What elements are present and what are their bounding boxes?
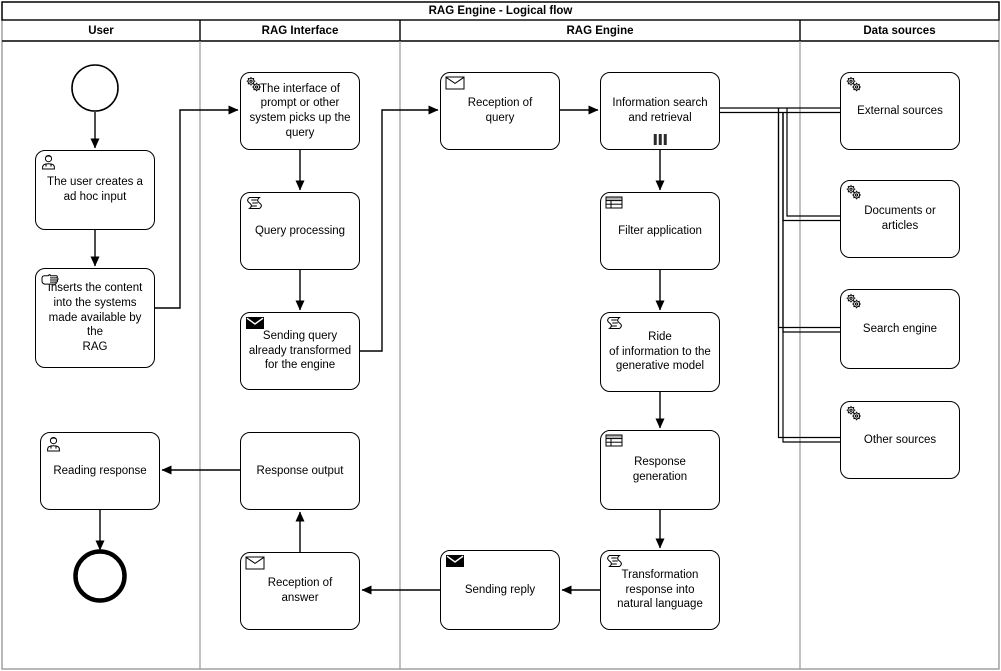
node-search-engine[interactable]: Search engine	[840, 289, 960, 369]
send-message-icon	[246, 317, 264, 329]
node-external-sources[interactable]: External sources	[840, 72, 960, 150]
task-label: Reception of query	[467, 97, 533, 124]
business-rule-table-icon	[605, 434, 623, 447]
task-label: Inserts the content into the systems mad…	[47, 282, 143, 354]
task-ride-information[interactable]: Ride of information to the generative mo…	[600, 312, 720, 392]
lane-header-rag-engine: RAG Engine	[566, 24, 634, 37]
lane-header-rag-interface: RAG Interface	[261, 24, 339, 37]
task-label: Ride of information to the generative mo…	[609, 330, 711, 373]
task-label: Response output	[256, 464, 344, 477]
task-information-search[interactable]: Information search and retrieval	[600, 72, 720, 150]
service-gears-icon	[846, 76, 861, 92]
node-label: Search engine	[862, 322, 938, 335]
receive-message-icon	[245, 556, 265, 570]
script-icon	[247, 197, 262, 209]
service-gears-icon	[846, 293, 861, 309]
task-sending-query[interactable]: Sending query already transformed for th…	[240, 312, 360, 390]
task-query-processing[interactable]: Query processing	[240, 192, 360, 270]
lane-header-user: User	[88, 24, 114, 37]
end-event-circle[interactable]	[73, 549, 127, 603]
task-transformation-response[interactable]: Transformation response into natural lan…	[600, 550, 720, 630]
task-label: Query processing	[254, 224, 346, 237]
node-label: Other sources	[863, 433, 937, 446]
pool-title: RAG Engine - Logical flow	[428, 5, 573, 17]
task-reception-answer[interactable]: Reception of answer	[240, 552, 360, 630]
sequence-flows	[90, 105, 665, 595]
node-label: External sources	[857, 104, 943, 117]
task-reception-query[interactable]: Reception of query	[440, 72, 560, 150]
task-response-output[interactable]: Response output	[240, 432, 360, 510]
task-label: The user creates a ad hoc input	[47, 176, 143, 203]
service-gears-icon	[846, 184, 861, 200]
service-gears-icon	[246, 76, 261, 92]
task-filter-application[interactable]: Filter application	[600, 192, 720, 270]
task-label: Reception of answer	[267, 577, 333, 604]
script-icon	[607, 317, 622, 329]
task-user-creates[interactable]: The user creates a ad hoc input	[35, 150, 155, 230]
node-label: Documents or articles	[864, 205, 936, 232]
task-label: Filter application	[618, 224, 702, 237]
business-rule-table-icon	[605, 196, 623, 209]
task-sending-reply[interactable]: Sending reply	[440, 550, 560, 630]
user-icon	[47, 437, 60, 452]
task-label: Sending query already transformed for th…	[248, 329, 352, 372]
manual-task-hand-icon	[41, 274, 59, 285]
task-reading-response[interactable]: Reading response	[40, 432, 160, 510]
task-interface-picks-query[interactable]: The interface of prompt or other system …	[240, 72, 360, 150]
send-message-icon	[446, 555, 464, 567]
start-event-circle[interactable]	[71, 64, 119, 112]
task-label: Transformation response into natural lan…	[617, 568, 703, 611]
task-label: Reading response	[53, 464, 147, 477]
parallel-multi-instance-marker	[653, 134, 667, 145]
task-label: The interface of prompt or other system …	[249, 82, 351, 139]
task-response-generation[interactable]: Response generation	[600, 430, 720, 510]
task-label: Information search and retrieval	[612, 97, 708, 124]
node-documents-articles[interactable]: Documents or articles	[840, 180, 960, 258]
task-label: Sending reply	[464, 583, 536, 596]
data-source-links	[720, 107, 840, 443]
task-inserts-content[interactable]: Inserts the content into the systems mad…	[35, 268, 155, 368]
receive-message-icon	[445, 76, 465, 90]
node-other-sources[interactable]: Other sources	[840, 401, 960, 479]
task-label: Response generation	[632, 456, 688, 483]
lane-header-data-sources: Data sources	[863, 24, 936, 37]
user-icon	[42, 155, 55, 170]
service-gears-icon	[846, 405, 861, 421]
script-icon	[607, 555, 622, 567]
